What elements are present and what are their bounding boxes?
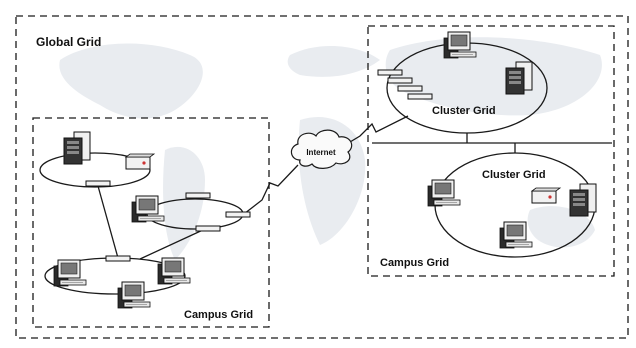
hub-icon xyxy=(185,192,211,199)
link-left-bottom-middle xyxy=(139,228,206,260)
hub-icon xyxy=(397,85,423,92)
cluster-grid-bottom-label: Cluster Grid xyxy=(482,169,546,181)
hub-icon xyxy=(105,255,131,262)
server-icon xyxy=(63,131,91,165)
storage-box-icon xyxy=(531,187,561,204)
cluster-grid-top-label: Cluster Grid xyxy=(432,105,496,117)
workstation-icon xyxy=(117,281,151,309)
server-icon xyxy=(569,183,597,217)
workstation-icon xyxy=(53,259,87,287)
link-left-top-bottom xyxy=(97,185,119,259)
hub-icon xyxy=(407,93,433,100)
workstation-icon xyxy=(157,257,191,285)
internet-label: Internet xyxy=(306,148,336,157)
hub-icon xyxy=(225,211,251,218)
campus-grid-right-frame xyxy=(367,25,615,277)
hub-icon xyxy=(195,225,221,232)
storage-box-icon xyxy=(125,153,155,170)
link-campus-to-internet xyxy=(239,164,299,218)
global-grid-label: Global Grid xyxy=(36,35,101,49)
link-internet-to-cluster xyxy=(339,115,409,149)
campus-grid-left-label: Campus Grid xyxy=(184,309,253,321)
hub-icon xyxy=(377,69,403,76)
campus-grid-right-label: Campus Grid xyxy=(380,257,449,269)
left-top-ring xyxy=(39,152,151,188)
campus-grid-left-frame xyxy=(32,117,270,328)
internet-cloud: Internet xyxy=(290,129,353,169)
hub-icon xyxy=(85,180,111,187)
workstation-icon xyxy=(499,221,533,249)
global-grid-frame xyxy=(15,15,629,339)
workstation-icon xyxy=(131,195,165,223)
hub-icon xyxy=(387,77,413,84)
workstation-icon xyxy=(427,179,461,207)
